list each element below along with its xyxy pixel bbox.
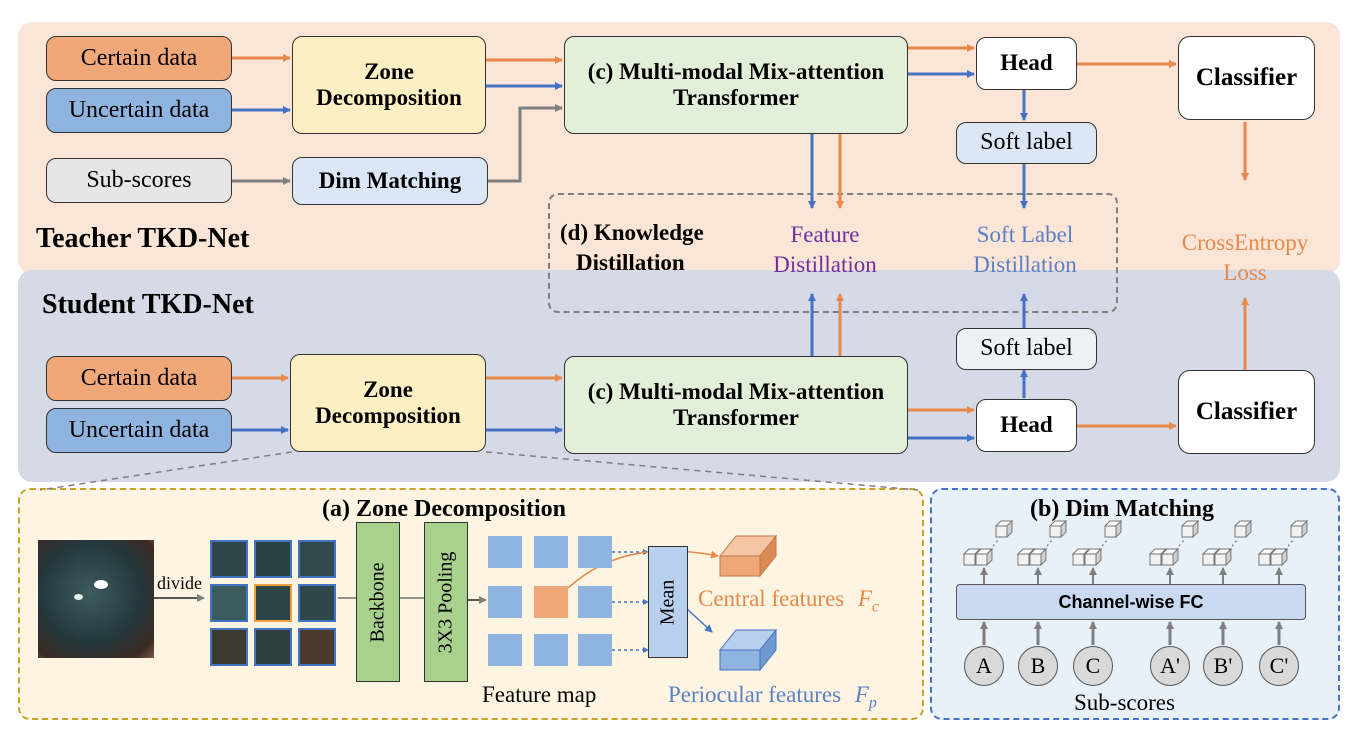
- subscore-input-c: C: [1073, 646, 1113, 686]
- feature-map: [488, 536, 612, 666]
- periocular-symbol: F: [854, 682, 869, 707]
- vector-cube: [1233, 519, 1253, 539]
- teacher-classifier-box: Classifier: [1178, 36, 1315, 120]
- periocular-features-label: Periocular features Fp: [668, 682, 877, 712]
- mean-block: Mean: [648, 546, 688, 658]
- periocular-feature-bar: [718, 628, 778, 672]
- central-subscript: c: [872, 598, 880, 616]
- eye-image: [38, 540, 154, 658]
- student-classifier-box: Classifier: [1178, 370, 1315, 454]
- teacher-subscores-box: Sub-scores: [46, 158, 232, 203]
- subscore-input-b-prime: B': [1203, 646, 1243, 686]
- student-head-box: Head: [976, 399, 1077, 452]
- vector-ellipsis: [1284, 539, 1294, 551]
- vector-cube: [1048, 519, 1068, 539]
- student-transformer-box: (c) Multi-modal Mix-attention Transforme…: [564, 356, 908, 454]
- teacher-certain-data-box: Certain data: [46, 36, 232, 81]
- vector-cube: [1083, 547, 1103, 567]
- teacher-transformer-box: (c) Multi-modal Mix-attention Transforme…: [564, 36, 908, 134]
- central-symbol: F: [857, 586, 873, 611]
- distill-title-line-2: Distillation: [576, 249, 685, 275]
- loss-line-2: Loss: [1223, 259, 1267, 285]
- feature-distill-line-1: Feature: [790, 222, 860, 247]
- teacher-zone-label-2: Decomposition: [316, 85, 462, 110]
- feature-distill-line-2: Distillation: [773, 251, 877, 277]
- central-features-text: Central features: [698, 586, 845, 611]
- vector-cube: [1028, 547, 1048, 567]
- student-title: Student TKD-Net: [42, 289, 254, 320]
- crossentropy-loss-label: CrossEntropy Loss: [1160, 228, 1330, 288]
- student-transformer-label-2: Transformer: [672, 405, 800, 430]
- zone-decomposition-panel: [18, 488, 924, 720]
- teacher-soft-label-box: Soft label: [956, 122, 1097, 164]
- vector-cube: [1289, 519, 1309, 539]
- central-features-label: Central features Fc: [698, 586, 879, 616]
- feature-distillation-label: Feature Distillation: [740, 220, 910, 280]
- vector-ellipsis: [1175, 539, 1185, 551]
- vector-cube: [974, 547, 994, 567]
- distill-title-line-1: (d) Knowledge: [560, 220, 704, 245]
- soft-distill-line-1: Soft Label: [976, 222, 1074, 247]
- student-zone-label-1: Zone: [363, 376, 413, 402]
- central-feature-bar: [718, 534, 778, 578]
- teacher-uncertain-data-box: Uncertain data: [46, 88, 232, 133]
- distill-title: (d) Knowledge Distillation: [560, 218, 704, 278]
- teacher-head-box: Head: [976, 37, 1077, 90]
- subscore-input-a-prime: A': [1150, 646, 1190, 686]
- zone-panel-title: (a) Zone Decomposition: [322, 496, 566, 522]
- student-zone-label-2: Decomposition: [315, 403, 461, 428]
- loss-line-1: CrossEntropy: [1181, 230, 1309, 255]
- vector-ellipsis: [989, 539, 999, 551]
- pooling-block: 3X3 Pooling: [424, 522, 468, 682]
- backbone-label: Backbone: [366, 562, 389, 642]
- channel-wise-fc-box: Channel-wise FC: [956, 584, 1306, 620]
- vector-cubes: [962, 519, 1309, 567]
- backbone-block: Backbone: [356, 522, 400, 682]
- subscore-input-a: A: [964, 646, 1004, 686]
- student-uncertain-data-box: Uncertain data: [46, 408, 232, 453]
- soft-label-distillation-label: Soft Label Distillation: [940, 220, 1110, 280]
- teacher-title: Teacher TKD-Net: [36, 223, 250, 254]
- teacher-zone-decomposition-box: Zone Decomposition: [292, 36, 486, 134]
- vector-cube: [994, 519, 1014, 539]
- student-zone-decomposition-box: Zone Decomposition: [290, 354, 486, 452]
- vector-ellipsis: [1098, 539, 1108, 551]
- pooling-label: 3X3 Pooling: [434, 551, 457, 653]
- soft-distill-line-2: Distillation: [973, 251, 1077, 277]
- student-transformer-label-1: (c) Multi-modal Mix-attention: [587, 378, 885, 404]
- teacher-dim-matching-box: Dim Matching: [292, 157, 488, 205]
- vector-ellipsis: [1228, 539, 1238, 551]
- vector-cube: [1180, 519, 1200, 539]
- knowledge-distillation-box: [548, 193, 1118, 313]
- dim-subscores-label: Sub-scores: [1074, 690, 1175, 715]
- student-certain-data-box: Certain data: [46, 356, 232, 401]
- divided-grid: [210, 540, 336, 666]
- student-soft-label-box: Soft label: [956, 328, 1097, 370]
- mean-label: Mean: [656, 579, 679, 625]
- periocular-subscript: p: [868, 694, 877, 712]
- dim-panel-title: (b) Dim Matching: [1030, 496, 1214, 522]
- teacher-transformer-label-2: Transformer: [672, 85, 800, 110]
- subscore-input-c-prime: C': [1259, 646, 1299, 686]
- vector-ellipsis: [1043, 539, 1053, 551]
- feature-map-label: Feature map: [482, 682, 597, 707]
- teacher-transformer-label-1: (c) Multi-modal Mix-attention: [587, 58, 885, 84]
- teacher-zone-label-1: Zone: [364, 58, 414, 84]
- vector-cube: [1160, 547, 1180, 567]
- vector-cube: [1103, 519, 1123, 539]
- vector-cube: [1213, 547, 1233, 567]
- divide-label: divide: [157, 573, 202, 593]
- periocular-features-text: Periocular features: [668, 682, 842, 707]
- vector-cube: [1269, 547, 1289, 567]
- subscore-input-b: B: [1018, 646, 1058, 686]
